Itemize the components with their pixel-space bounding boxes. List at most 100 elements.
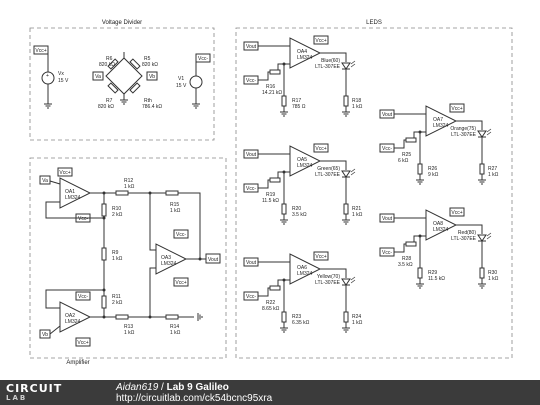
led-opamp-vcc-plus: Vcc+ [315, 146, 326, 152]
led-opamp-name: OA4 [297, 49, 307, 55]
amp-va-input: Va [42, 178, 48, 184]
led-opamp-vcc-plus: Vcc+ [451, 106, 462, 112]
r13-name: R13 [124, 324, 133, 330]
v1-value: 15 V [176, 83, 187, 89]
led-rdiv-value: 6.35 kΩ [292, 320, 310, 326]
led-rled-value: 1 kΩ [352, 212, 363, 218]
led-input-resistor [405, 241, 417, 247]
led-rin-name: R28 [402, 256, 411, 262]
led-rin-value: 8.65 kΩ [262, 306, 280, 312]
led-part: LTL-307EE [315, 64, 341, 70]
voltage-divider-box [29, 27, 215, 141]
led-input-resistor [405, 137, 417, 143]
led-divider-resistor [281, 203, 287, 215]
led-rdiv-name: R20 [292, 206, 301, 212]
r9-name: R9 [112, 250, 119, 256]
svg-text:+: + [46, 73, 49, 79]
led-opamp-name: OA8 [433, 221, 443, 227]
led-vcc-minus-label: Vcc- [246, 186, 256, 192]
oa2-part: LM324 [65, 319, 81, 325]
led-rled-value: 1 kΩ [488, 172, 499, 178]
led-rdiv-value: 785 Ω [292, 104, 306, 110]
r14-name: R14 [170, 324, 179, 330]
r9-value: 1 kΩ [112, 256, 123, 262]
schematic-canvas: Voltage Divider LEDS Amplifier + Vcc+ Vx… [29, 20, 513, 366]
oa3-part: LM324 [161, 261, 177, 267]
led-input-resistor [269, 285, 281, 291]
led-rled-value: 1 kΩ [352, 320, 363, 326]
amplifier: OA1 LM324 Vcc+ Vcc- Va R12 1 kΩ R10 2 kΩ… [39, 167, 221, 347]
circuit-url-link[interactable]: http://circuitlab.com/ck54bcnc95xra [116, 393, 273, 404]
led-current-resistor [479, 163, 485, 175]
led-input-resistor [269, 177, 281, 183]
led-opamp-part: LM324 [297, 55, 313, 61]
led-stage-vout-label: Vout [382, 112, 393, 118]
led-rdiv-value: 9 kΩ [428, 172, 439, 178]
led-stage-vout-label: Vout [246, 44, 257, 50]
va-label: Va [95, 74, 101, 80]
r11-symbol [101, 295, 107, 309]
led-opamp-symbol [289, 145, 322, 177]
led-opamp-part: LM324 [433, 123, 449, 129]
led-rdiv-value: 3.5 kΩ [292, 212, 307, 218]
r12-name: R12 [124, 178, 133, 184]
led-rled-name: R27 [488, 166, 497, 172]
led-rin-value: 11.5 kΩ [262, 198, 279, 204]
vx-value: 15 V [58, 78, 69, 84]
led-opamp-name: OA7 [433, 117, 443, 123]
led-rdiv-name: R17 [292, 98, 301, 104]
voltage-divider: + Vcc+ Vx 15 V R6 820 kΩ R5 820 kΩ R7 82… [33, 45, 211, 110]
led-rdiv-name: R29 [428, 270, 437, 276]
led-opamp-name: OA5 [297, 157, 307, 163]
circuitlab-logo[interactable]: CIRCUIT LAB [6, 383, 106, 402]
led-part: LTL-307EE [315, 280, 341, 286]
led-vcc-minus-label: Vcc- [246, 294, 256, 300]
r6-value: 820 kΩ [99, 62, 115, 68]
oa3-vcc-minus: Vcc- [176, 232, 186, 238]
led-color-name: Blue(60) [321, 58, 340, 64]
led-rled-value: 1 kΩ [352, 104, 363, 110]
led-part: LTL-307EE [451, 236, 477, 242]
led-opamp-symbol [289, 253, 322, 285]
v1-name: V1 [178, 76, 184, 82]
r13-symbol [115, 314, 129, 320]
led-color-name: Orange(75) [450, 126, 476, 132]
led-stage-vout-label: Vout [382, 216, 393, 222]
circuit-title: Lab 9 Galileo [166, 382, 229, 393]
led-rin-name: R22 [266, 300, 275, 306]
led-divider-resistor [417, 163, 423, 175]
r6-name: R6 [106, 56, 113, 62]
led-part: LTL-307EE [315, 172, 341, 178]
led-opamp-part: LM324 [297, 163, 313, 169]
led-color-name: Green(65) [317, 166, 340, 172]
oa1-vcc-minus: Vcc- [78, 216, 88, 222]
amplifier-title: Amplifier [66, 360, 89, 366]
led-opamp-symbol [425, 209, 458, 241]
led-divider-resistor [281, 95, 287, 107]
v1-source-symbol [189, 75, 203, 89]
oa3-symbol [155, 243, 188, 275]
r15-name: R15 [170, 202, 179, 208]
author-link[interactable]: Aidan619 [116, 382, 159, 393]
led-rin-value: 14.21 kΩ [262, 90, 282, 96]
rth-value: 786.4 kΩ [142, 104, 162, 110]
r5-symbol [129, 58, 141, 70]
r5-name: R5 [144, 56, 151, 62]
led-opamp-vcc-plus: Vcc+ [315, 38, 326, 44]
title-separator: / [158, 382, 167, 393]
r10-value: 2 kΩ [112, 212, 123, 218]
r10-symbol [101, 203, 107, 217]
led-rin-name: R16 [266, 84, 275, 90]
v1-vcc-minus-label: Vcc- [198, 56, 208, 62]
led-rdiv-name: R26 [428, 166, 437, 172]
r12-value: 1 kΩ [124, 184, 135, 190]
oa2-name: OA2 [65, 313, 75, 319]
led-rled-name: R21 [352, 206, 361, 212]
led-rled-value: 1 kΩ [488, 276, 499, 282]
led-color-name: Yellow(70) [317, 274, 340, 280]
